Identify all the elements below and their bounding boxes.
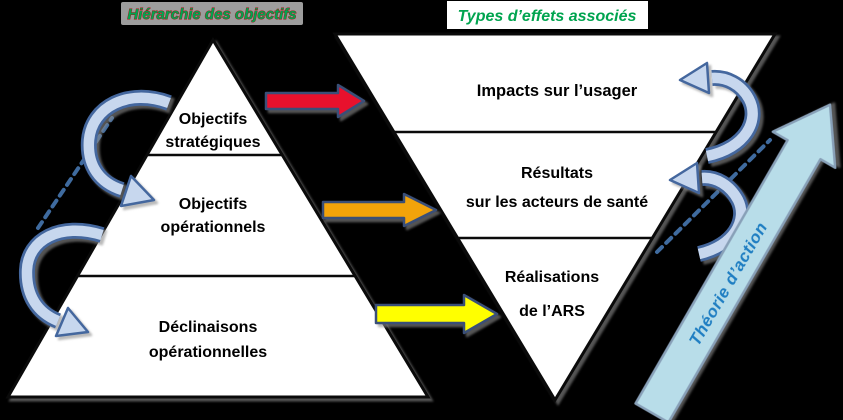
red-arrow-icon [264,83,366,119]
funnel-level-1-line-1: Impacts sur l’usager [477,82,638,100]
right-title: Types d’effets associés [458,8,637,25]
funnel-level-3-line-1: Réalisations [505,269,599,286]
left-title-background [121,2,303,25]
right-dashed-line [655,138,772,254]
funnel-level-2-line-1: Résultats [521,165,593,182]
objectives-pyramid: Objectifs stratégiques Objectifs opérati… [5,37,431,399]
right-title-background [447,1,648,29]
cycle-arrow-right-lower-icon [668,161,750,262]
yellow-arrow-icon [374,293,499,335]
cycle-arrow-left-lower-icon [18,222,105,338]
pyramid-level-3-line-2: opérationnelles [149,344,267,361]
cycle-arrow-right-upper-icon [678,61,761,164]
pyramid-level-1-line-1: Objectifs [179,111,248,128]
pyramid-shape [5,37,431,399]
left-dashed-line [36,116,114,230]
pyramid-level-1-line-2: stratégiques [165,134,260,151]
pyramid-level-2-line-2: opérationnels [161,219,266,236]
funnel-level-2-line-2: sur les acteurs de santé [466,194,648,211]
funnel-level-3-line-2: de l’ARS [519,303,585,320]
orange-arrow-icon [321,192,438,228]
theory-arrow-shape [634,103,837,420]
pyramid-level-3-line-1: Déclinaisons [159,319,258,336]
cycle-arrow-left-upper-icon [80,89,172,208]
funnel-shape [332,32,778,403]
pyramid-level-2-line-1: Objectifs [179,196,248,213]
left-title: Hiérarchie des objectifs [127,6,296,23]
effects-funnel: Impacts sur l’usager Résultats sur les a… [332,32,778,403]
